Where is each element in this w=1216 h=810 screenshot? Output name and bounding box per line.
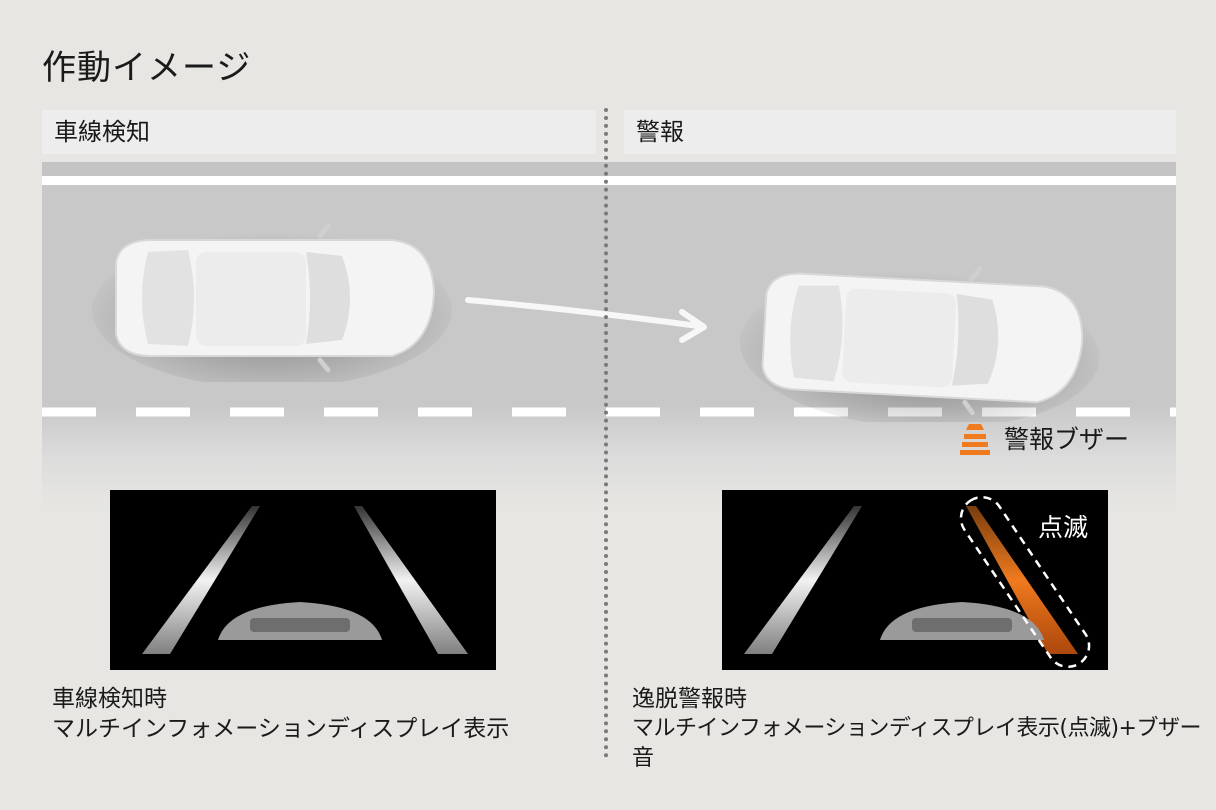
right-section-header: 警報: [624, 110, 1176, 154]
left-section-header: 車線検知: [42, 110, 596, 154]
buzzer-label: 警報ブザー: [1004, 425, 1130, 454]
page-title: 作動イメージ: [42, 48, 252, 88]
car-left: [92, 223, 452, 382]
buzzer-icon: [960, 424, 990, 455]
left-caption-line2: マルチインフォメーションディスプレイ表示: [52, 716, 510, 742]
left-caption: 車線検知時 マルチインフォメーションディスプレイ表示: [52, 684, 509, 744]
panel-divider: [604, 108, 608, 758]
blink-label: 点滅: [1038, 513, 1089, 542]
display-screen-right: [722, 490, 1108, 670]
right-lane-mark: [354, 506, 468, 654]
display-screen-left: [110, 490, 496, 670]
right-caption: 逸脱警報時 マルチインフォメーションディスプレイ表示(点滅)+ブザー音: [632, 684, 1216, 774]
road-edge: [42, 162, 1176, 176]
left-caption-line1: 車線検知時: [52, 686, 167, 712]
road-solid-line: [42, 176, 1176, 185]
arrow-right-icon: [465, 297, 707, 343]
right-lane-mark-blinking: [966, 506, 1078, 654]
right-caption-line1: 逸脱警報時: [632, 686, 747, 712]
left-lane-mark: [744, 506, 862, 654]
right-caption-line2: マルチインフォメーションディスプレイ表示(点滅)+ブザー音: [632, 716, 1201, 771]
left-lane-mark: [142, 506, 260, 654]
blink-outline: [959, 495, 1091, 669]
car-right: [740, 266, 1100, 422]
